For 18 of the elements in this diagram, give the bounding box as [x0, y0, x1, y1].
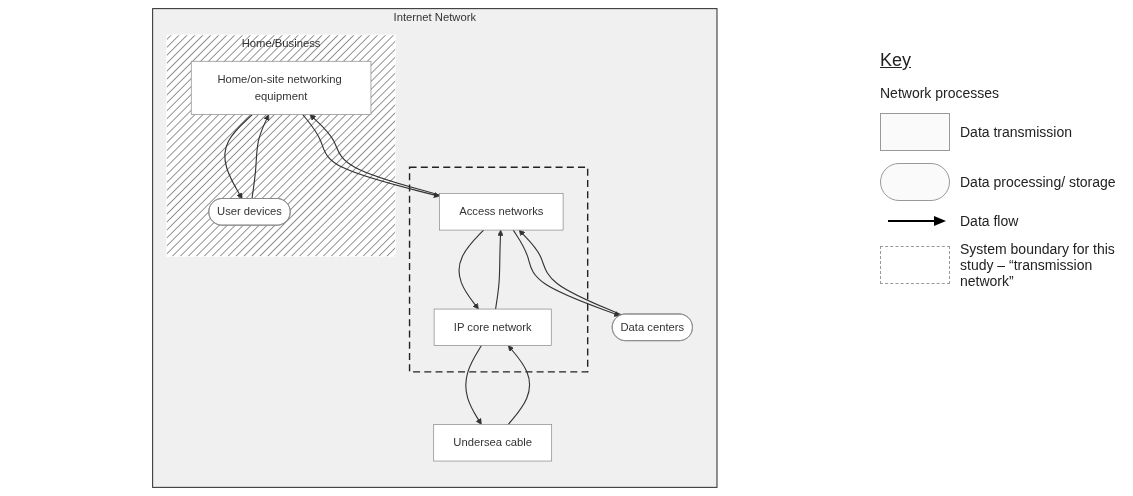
arrow [458, 229, 485, 310]
key-heading: Key [880, 50, 913, 71]
arrow [495, 229, 504, 310]
arrow [507, 345, 531, 426]
legend-text: System boundary for this study – “transmission network” [960, 241, 1116, 289]
storage-node: Data centers [612, 313, 693, 341]
storage-node: User devices [208, 198, 291, 226]
key-subheading: Network processes [880, 85, 1001, 101]
legend-text: Data flow [960, 213, 1019, 229]
process-box: Access networks [439, 193, 564, 231]
legend-text: Data processing/ storage [960, 174, 1116, 190]
process-box: Undersea cable [433, 424, 553, 462]
process-box: Home/on-site networking equipment [191, 60, 372, 115]
arrow [251, 114, 270, 200]
arrow [465, 345, 483, 425]
legend-text: Data transmission [960, 124, 1073, 140]
arrow [224, 114, 254, 200]
process-box: IP core network [433, 308, 552, 346]
